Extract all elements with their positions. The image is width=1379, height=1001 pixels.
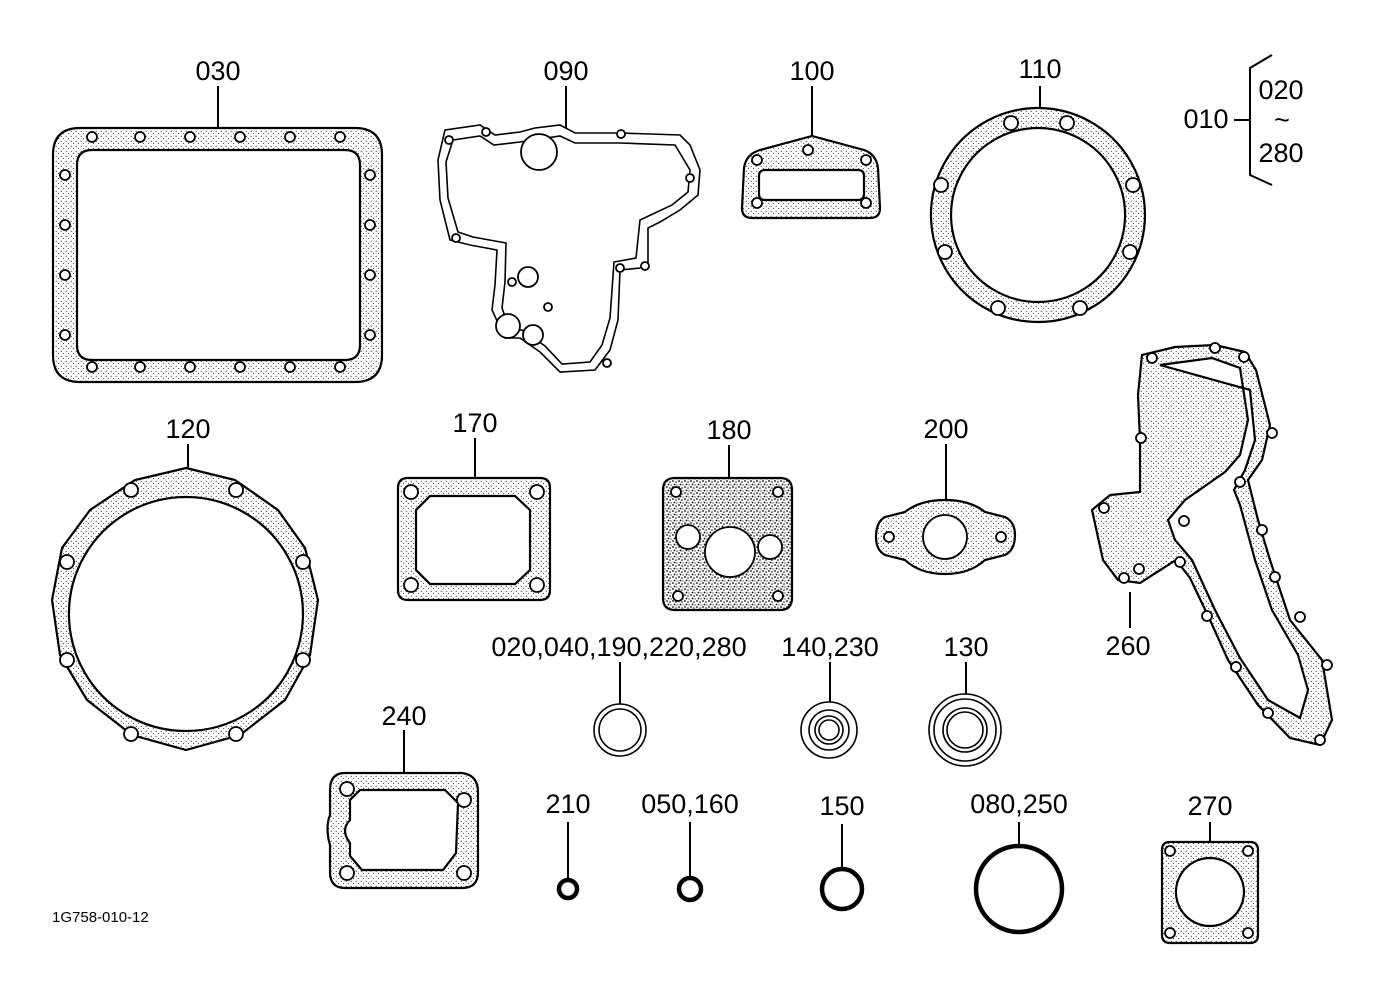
part-seal-ring-a[interactable]: 020,040,190,220,280 bbox=[491, 632, 747, 757]
part-label-110: 110 bbox=[1018, 54, 1061, 84]
part-150-o-ring[interactable]: 150 bbox=[819, 791, 865, 912]
bolt-holes bbox=[59, 131, 376, 373]
part-180-gasket[interactable]: 180 bbox=[661, 415, 794, 612]
part-120-housing-gasket[interactable]: 120 bbox=[50, 414, 320, 752]
part-label-210: 210 bbox=[545, 789, 590, 819]
part-label-100: 100 bbox=[789, 56, 834, 86]
part-130-seal-ring[interactable]: 130 bbox=[928, 632, 1002, 767]
drawing-reference-code: 1G758-010-12 bbox=[52, 909, 149, 926]
part-100-gasket[interactable]: 100 bbox=[740, 56, 882, 220]
part-240-gasket[interactable]: 240 bbox=[326, 701, 480, 890]
part-label-240: 240 bbox=[381, 701, 426, 731]
part-label-multi-b: 140,230 bbox=[781, 632, 879, 662]
kit-range-from: 020 bbox=[1258, 75, 1303, 105]
part-seal-ring-b[interactable]: 140,230 bbox=[781, 632, 879, 759]
part-label-130: 130 bbox=[943, 632, 988, 662]
part-label-170: 170 bbox=[452, 408, 497, 438]
part-090-gear-case-gasket[interactable]: 090 bbox=[437, 56, 701, 373]
part-label-200: 200 bbox=[923, 414, 968, 444]
part-270-gasket[interactable]: 270 bbox=[1160, 791, 1260, 945]
part-label-270: 270 bbox=[1187, 791, 1232, 821]
part-260-water-pump-gasket[interactable]: 260 bbox=[1090, 342, 1334, 747]
part-label-260: 260 bbox=[1105, 631, 1150, 661]
part-o-ring-d[interactable]: 080,250 bbox=[970, 789, 1068, 935]
part-label-multi-c: 050,160 bbox=[641, 789, 739, 819]
part-170-gasket[interactable]: 170 bbox=[396, 408, 552, 602]
part-label-180: 180 bbox=[706, 415, 751, 445]
kit-range-to: 280 bbox=[1258, 138, 1303, 168]
part-label-030: 030 bbox=[195, 56, 240, 86]
part-030-oil-pan-gasket[interactable]: 030 bbox=[51, 56, 384, 384]
kit-range-tilde: ~ bbox=[1274, 105, 1290, 135]
part-label-multi-d: 080,250 bbox=[970, 789, 1068, 819]
part-label-150: 150 bbox=[819, 791, 864, 821]
part-label-multi-a: 020,040,190,220,280 bbox=[491, 632, 746, 662]
part-label-090: 090 bbox=[543, 56, 588, 86]
part-110-ring-gasket[interactable]: 110 bbox=[929, 54, 1146, 324]
kit-range-bracket: 010 020 ~ 280 bbox=[1183, 54, 1304, 186]
part-label-120: 120 bbox=[165, 414, 210, 444]
part-200-flange-gasket[interactable]: 200 bbox=[874, 414, 1017, 576]
part-210-o-ring[interactable]: 210 bbox=[545, 789, 591, 901]
part-o-ring-c[interactable]: 050,160 bbox=[641, 789, 739, 903]
kit-label-010: 010 bbox=[1183, 104, 1228, 134]
